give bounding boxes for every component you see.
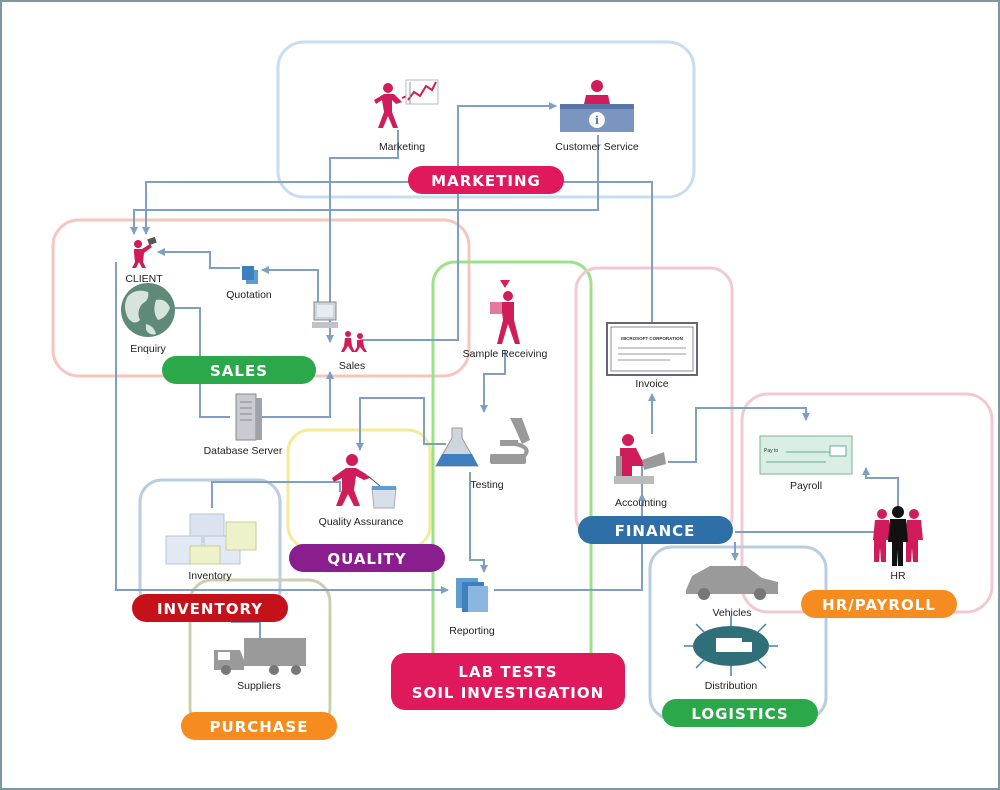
people-group-icon	[873, 506, 923, 566]
database-server-label: Database Server	[204, 445, 283, 457]
connectors	[115, 102, 899, 640]
quality-assurance-label: Quality Assurance	[319, 516, 404, 528]
distribution-label: Distribution	[705, 680, 758, 692]
inventory-pill-label: INVENTORY	[157, 600, 263, 618]
documents-icon	[456, 578, 488, 612]
logistics-pill-label: LOGISTICS	[691, 705, 788, 723]
lab-pill: LAB TESTS SOIL INVESTIGATION	[391, 653, 625, 710]
inventory-pill: INVENTORY	[132, 594, 288, 622]
presenter-chart-icon	[374, 79, 439, 128]
computer-people-icon	[312, 301, 367, 352]
document-stack-icon	[242, 266, 258, 284]
hr-label: HR	[890, 570, 906, 582]
marketing-pill: MARKETING	[408, 166, 564, 194]
flask-microscope-icon	[435, 418, 530, 467]
check-icon	[759, 435, 853, 475]
invoice-label: Invoice	[635, 378, 668, 390]
invoice-header-text: MICROSOFT CORPORATION	[621, 336, 683, 341]
person-carrying-box-icon	[490, 280, 520, 344]
payroll-label: Payroll	[790, 480, 822, 492]
info-desk-icon: i	[560, 80, 634, 132]
distribution-truck-icon	[684, 616, 778, 676]
finance-pill-label: FINANCE	[615, 522, 696, 540]
client-person-icon	[132, 236, 157, 268]
sales-label: Sales	[339, 360, 365, 372]
quality-pill: QUALITY	[289, 544, 445, 572]
certificate-icon	[606, 322, 698, 376]
reporting-label: Reporting	[449, 625, 495, 637]
boxes-icon	[165, 513, 257, 565]
client-label: CLIENT	[125, 273, 163, 285]
purchase-pill: PURCHASE	[181, 712, 337, 740]
accounting-label: Accounting	[615, 497, 667, 509]
quotation-label: Quotation	[226, 289, 272, 301]
marketing-pill-label: MARKETING	[431, 172, 541, 190]
lab-pill-line1: LAB TESTS	[458, 663, 557, 681]
sample-receiving-label: Sample Receiving	[463, 348, 548, 360]
finance-pill: FINANCE	[578, 516, 733, 544]
inspector-icon	[332, 454, 397, 509]
hr-region	[740, 392, 994, 614]
truck-icon	[214, 638, 306, 675]
hr-payroll-pill-label: HR/PAYROLL	[822, 596, 936, 614]
suppliers-label: Suppliers	[237, 680, 281, 692]
enquiry-label: Enquiry	[130, 343, 166, 355]
globe-icon	[121, 283, 175, 337]
quality-pill-label: QUALITY	[327, 550, 406, 568]
logistics-pill: LOGISTICS	[662, 699, 818, 727]
lab-pill-line2: SOIL INVESTIGATION	[412, 684, 604, 702]
purchase-pill-label: PURCHASE	[210, 718, 309, 736]
svg-text:i: i	[595, 114, 599, 127]
server-icon	[235, 393, 262, 441]
marketing-label: Marketing	[379, 141, 425, 153]
sales-pill-label: SALES	[210, 362, 268, 380]
accountant-icon	[614, 434, 666, 484]
vehicles-label: Vehicles	[712, 607, 751, 619]
customer-service-label: Customer Service	[555, 141, 639, 153]
sales-pill: SALES	[162, 356, 316, 384]
inventory-label: Inventory	[188, 570, 232, 582]
marketing-region	[276, 40, 696, 199]
car-icon	[686, 566, 778, 600]
hr-payroll-pill: HR/PAYROLL	[801, 590, 957, 618]
testing-label: Testing	[470, 479, 503, 491]
payroll-pay-to-text: Pay to	[764, 448, 778, 454]
